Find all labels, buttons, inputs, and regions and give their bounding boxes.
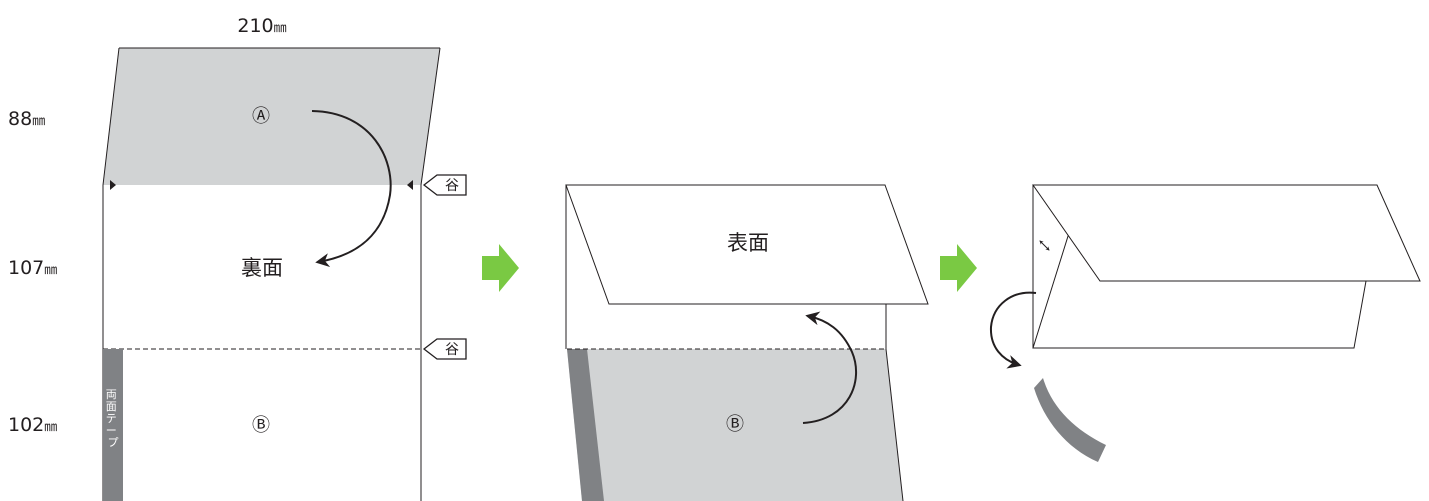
double-sided-tape	[567, 349, 604, 501]
folded-panel-a	[565, 184, 929, 305]
panel-b-height-label: 102㎜	[8, 414, 57, 436]
panel-a	[103, 48, 440, 185]
step-3-trifolded-sheet	[989, 184, 1421, 462]
double-sided-tape	[103, 349, 123, 501]
step-1-flat-sheet: 両 面 テ ー プ Ⓐ 裏面 Ⓑ 谷 谷	[102, 47, 467, 501]
valley-fold-tag-icon	[422, 174, 467, 196]
panel-a-label: Ⓐ	[252, 106, 270, 127]
fold-curved-arrow-icon	[989, 291, 1037, 369]
flow-arrow-icon	[940, 244, 977, 292]
valley-fold-tag-icon	[422, 338, 467, 360]
valley-fold-tag-lower: 谷	[422, 338, 467, 360]
fold-down-curved-arrow-icon	[311, 110, 392, 268]
valley-fold-tag-upper: 谷	[422, 174, 467, 196]
panel-middle-height-label: 107㎜	[8, 257, 57, 279]
width-dimension-label: 210㎜	[237, 15, 286, 37]
double-sided-tape-label: 両 面 テ ー プ	[106, 388, 121, 449]
valley-fold-label: 谷	[445, 342, 459, 358]
valley-fold-label: 谷	[445, 178, 459, 194]
gap-double-arrow-icon	[1039, 240, 1050, 251]
fold-up-curved-arrow-icon	[802, 311, 857, 424]
panel-b-label: Ⓑ	[726, 414, 744, 435]
panel-b-label: Ⓑ	[252, 415, 270, 436]
back-side-label: 裏面	[241, 256, 283, 280]
flow-arrow-icon	[482, 244, 519, 292]
fold-marker-right-icon	[407, 180, 413, 190]
panel-b	[567, 349, 903, 501]
panel-a-height-label: 88㎜	[8, 108, 45, 130]
folded-panel-a	[1032, 184, 1421, 282]
fold-marker-left-icon	[110, 180, 116, 190]
tape-strip-curl	[1034, 378, 1106, 462]
step-2-folded-sheet: 表面 Ⓑ	[565, 184, 929, 501]
front-side-label: 表面	[727, 231, 769, 255]
